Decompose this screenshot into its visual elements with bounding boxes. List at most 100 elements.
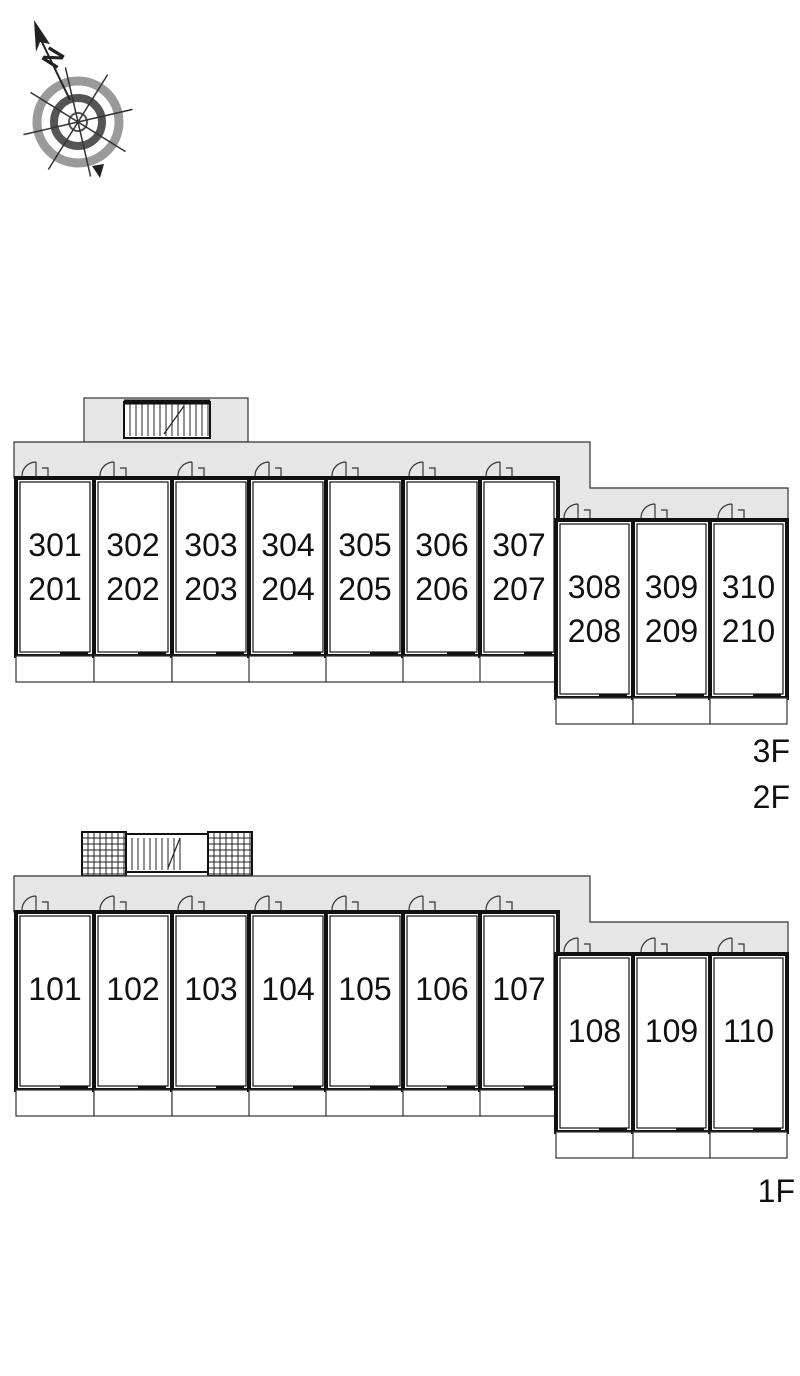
unit-number-lower: 207 xyxy=(492,571,545,607)
compass-outer-ring xyxy=(32,76,124,168)
balcony xyxy=(171,1089,251,1117)
compass-inner-ring xyxy=(50,94,106,150)
unit-number-upper: 301 xyxy=(28,527,81,563)
balcony xyxy=(248,1089,328,1117)
unit-number: 105 xyxy=(338,971,391,1007)
balcony xyxy=(93,1089,173,1117)
unit-number: 106 xyxy=(415,971,468,1007)
balcony xyxy=(248,655,328,683)
balcony xyxy=(93,655,173,683)
unit-room xyxy=(554,518,635,700)
balcony xyxy=(709,697,788,725)
balcony xyxy=(632,1131,711,1159)
door-icon xyxy=(563,937,591,953)
unit-number-lower: 203 xyxy=(184,571,237,607)
door-icon xyxy=(254,895,282,911)
door-icon xyxy=(408,895,436,911)
north-arrow-shaft xyxy=(39,37,71,101)
balcony xyxy=(632,697,711,725)
unit-room xyxy=(401,476,483,658)
unit-number-lower: 204 xyxy=(261,571,314,607)
unit-number: 103 xyxy=(184,971,237,1007)
door-icon xyxy=(563,503,591,519)
balcony xyxy=(479,1089,559,1117)
balcony xyxy=(555,1131,634,1159)
unit-number-lower: 205 xyxy=(338,571,391,607)
unit-room xyxy=(92,476,174,658)
unit-number: 108 xyxy=(568,1013,621,1049)
balcony xyxy=(15,1089,95,1117)
unit-room xyxy=(324,476,406,658)
unit-room xyxy=(14,476,96,658)
balcony xyxy=(402,1089,482,1117)
door-icon xyxy=(717,937,745,953)
door-icon xyxy=(485,895,513,911)
door-icon xyxy=(177,461,205,477)
stairs-icon xyxy=(125,833,209,873)
door-icon xyxy=(408,461,436,477)
unit-number: 104 xyxy=(261,971,314,1007)
unit-room xyxy=(247,910,329,1092)
unit-number-lower: 201 xyxy=(28,571,81,607)
door-icon xyxy=(717,503,745,519)
unit-room xyxy=(631,518,712,700)
unit-number: 109 xyxy=(645,1013,698,1049)
unit-number-upper: 302 xyxy=(106,527,159,563)
compass-spoke xyxy=(64,67,92,177)
north-arrow-icon xyxy=(34,20,50,52)
balcony xyxy=(15,655,95,683)
door-icon xyxy=(99,895,127,911)
upper-floors-block: 301 201 302 202 303 203 304 204 305 205 306 206 307 2… xyxy=(13,397,789,725)
unit-number-upper: 309 xyxy=(645,569,698,605)
unit-number: 110 xyxy=(723,1013,774,1049)
unit-number-upper: 308 xyxy=(568,569,621,605)
unit-number-lower: 206 xyxy=(415,571,468,607)
balcony xyxy=(402,655,482,683)
unit-room xyxy=(708,518,789,700)
unit-number-upper: 304 xyxy=(261,527,314,563)
balcony xyxy=(479,655,559,683)
unit-number-upper: 305 xyxy=(338,527,391,563)
floor-label-3f: 3F xyxy=(753,733,790,769)
unit-number-lower: 202 xyxy=(106,571,159,607)
unit-number: 102 xyxy=(106,971,159,1007)
door-icon xyxy=(254,461,282,477)
unit-number-upper: 306 xyxy=(415,527,468,563)
unit-room xyxy=(478,476,560,658)
door-icon xyxy=(485,461,513,477)
ground-floor-block: 101 102 103 104 105 106 107 108 109 110 xyxy=(13,831,789,1159)
unit-number-upper: 310 xyxy=(722,569,775,605)
unit-room xyxy=(170,476,252,658)
balcony xyxy=(325,1089,405,1117)
unit-room xyxy=(708,952,789,1134)
door-icon xyxy=(21,461,49,477)
door-icon xyxy=(640,937,668,953)
unit-number-lower: 208 xyxy=(568,613,621,649)
door-icon xyxy=(640,503,668,519)
unit-number: 101 xyxy=(28,971,81,1007)
balcony xyxy=(325,655,405,683)
compass-rose-icon: N xyxy=(23,20,133,178)
south-arrow-tip xyxy=(92,164,104,178)
unit-number: 107 xyxy=(492,971,545,1007)
door-icon xyxy=(331,895,359,911)
stairs-icon xyxy=(123,401,211,439)
unit-number-upper: 303 xyxy=(184,527,237,563)
door-icon xyxy=(99,461,127,477)
unit-room xyxy=(324,910,406,1092)
floor-label-2f: 2F xyxy=(753,779,790,815)
unit-number-upper: 307 xyxy=(492,527,545,563)
balcony xyxy=(555,697,634,725)
balcony xyxy=(171,655,251,683)
door-icon xyxy=(21,895,49,911)
door-icon xyxy=(177,895,205,911)
unit-room xyxy=(247,476,329,658)
balcony xyxy=(709,1131,788,1159)
unit-number-lower: 210 xyxy=(722,613,775,649)
landing-grid-left xyxy=(81,831,127,877)
unit-number-lower: 209 xyxy=(645,613,698,649)
door-icon xyxy=(331,461,359,477)
floor-label-1f: 1F xyxy=(758,1173,795,1209)
landing-grid-right xyxy=(207,831,253,877)
